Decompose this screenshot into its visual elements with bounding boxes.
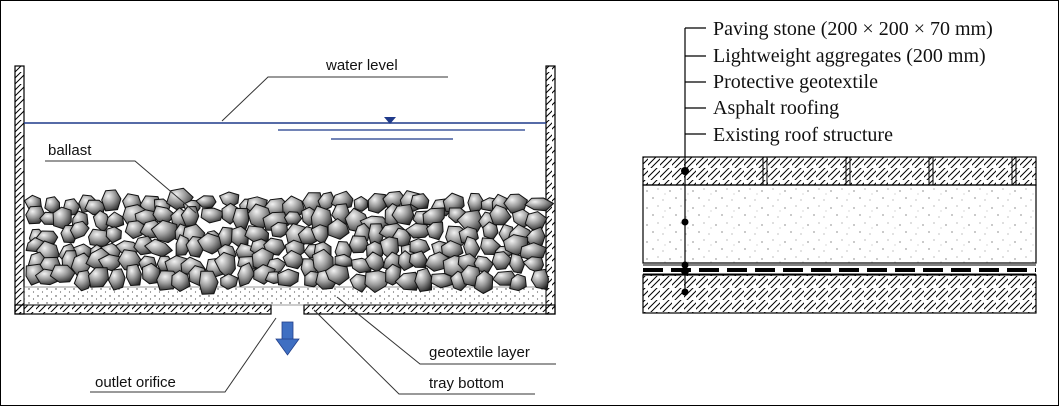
leader-tray-bottom [313, 309, 535, 395]
ballast-stone [405, 223, 433, 239]
label-geotextile-layer: geotextile layer [429, 344, 530, 361]
ballast-stone [524, 197, 554, 212]
layer-leader-dots [681, 167, 689, 296]
layer-label-lightweight-aggregates: Lightweight aggregates (200 mm) [713, 45, 986, 67]
tray-diagram: water level ballast geotextile layer out… [14, 57, 556, 395]
layer-leader-ticks [685, 27, 706, 135]
ballast-stone [171, 270, 191, 292]
ballast-stone [283, 211, 303, 225]
leader-geotextile [336, 296, 556, 365]
layer-label-protective-geotextile: Protective geotextile [713, 71, 878, 93]
ballast-stone [277, 268, 300, 287]
ballast-stone [200, 207, 225, 224]
ballast-stone [491, 251, 513, 271]
tray-left-wall [14, 65, 25, 315]
ballast-stone [474, 270, 494, 294]
ballast-stone [524, 211, 548, 231]
ballast-stone [530, 268, 549, 291]
leader-outlet [90, 317, 277, 393]
ballast-stone [430, 273, 454, 289]
roof-section-diagram: Paving stone (200 × 200 × 70 mm) Lightwe… [642, 18, 1037, 314]
leader-ballast [45, 160, 197, 214]
layer-label-existing-roof-structure: Existing roof structure [713, 124, 893, 146]
ballast-stone [509, 273, 527, 292]
ballast-stone [348, 235, 370, 254]
ballast-stone [270, 221, 289, 238]
ballast-stone [49, 264, 76, 283]
leader-water-level [221, 76, 448, 122]
ballast-stone [325, 264, 350, 286]
tray-bottom-plate [14, 304, 556, 315]
ballast-stone [88, 267, 109, 288]
water-level-triangle [384, 117, 396, 124]
ballast-stone [391, 204, 415, 226]
ballast-stone [52, 206, 72, 230]
ballast-stone [195, 195, 217, 209]
layer-label-paving-stone: Paving stone (200 × 200 × 70 mm) [713, 18, 993, 40]
ballast-stone [282, 249, 305, 270]
lightweight-aggregates-layer [642, 184, 1037, 264]
label-ballast: ballast [48, 142, 92, 159]
outlet-arrow-icon [275, 321, 300, 356]
ballast-stone [198, 270, 219, 295]
ballast-stone [175, 234, 191, 256]
geotextile-layer [23, 286, 547, 306]
paving-stone-layer [642, 156, 1037, 186]
existing-roof-structure-layer [642, 274, 1037, 314]
ballast-stone [367, 193, 387, 214]
ballast-stone [253, 264, 276, 285]
ballast-stone [327, 218, 350, 240]
ballast-stone [108, 268, 126, 291]
ballast-stone [503, 193, 528, 214]
ballast-stone [220, 273, 239, 290]
ballast-stone [219, 191, 240, 208]
ballast-stone [105, 211, 125, 229]
layer-label-asphalt-roofing: Asphalt roofing [713, 97, 839, 119]
ballast-stone [480, 237, 501, 255]
ballast-stone [408, 250, 428, 268]
ballast-stone [426, 221, 444, 241]
label-tray-bottom: tray bottom [429, 375, 504, 392]
ballast-stone [126, 263, 142, 286]
ballast-stones [24, 187, 554, 295]
label-water-level: water level [325, 57, 398, 74]
ballast-stone [69, 220, 90, 240]
label-outlet-orifice: outlet orifice [95, 374, 176, 391]
ballast-stone [101, 189, 122, 212]
ballast-stone [410, 193, 430, 210]
